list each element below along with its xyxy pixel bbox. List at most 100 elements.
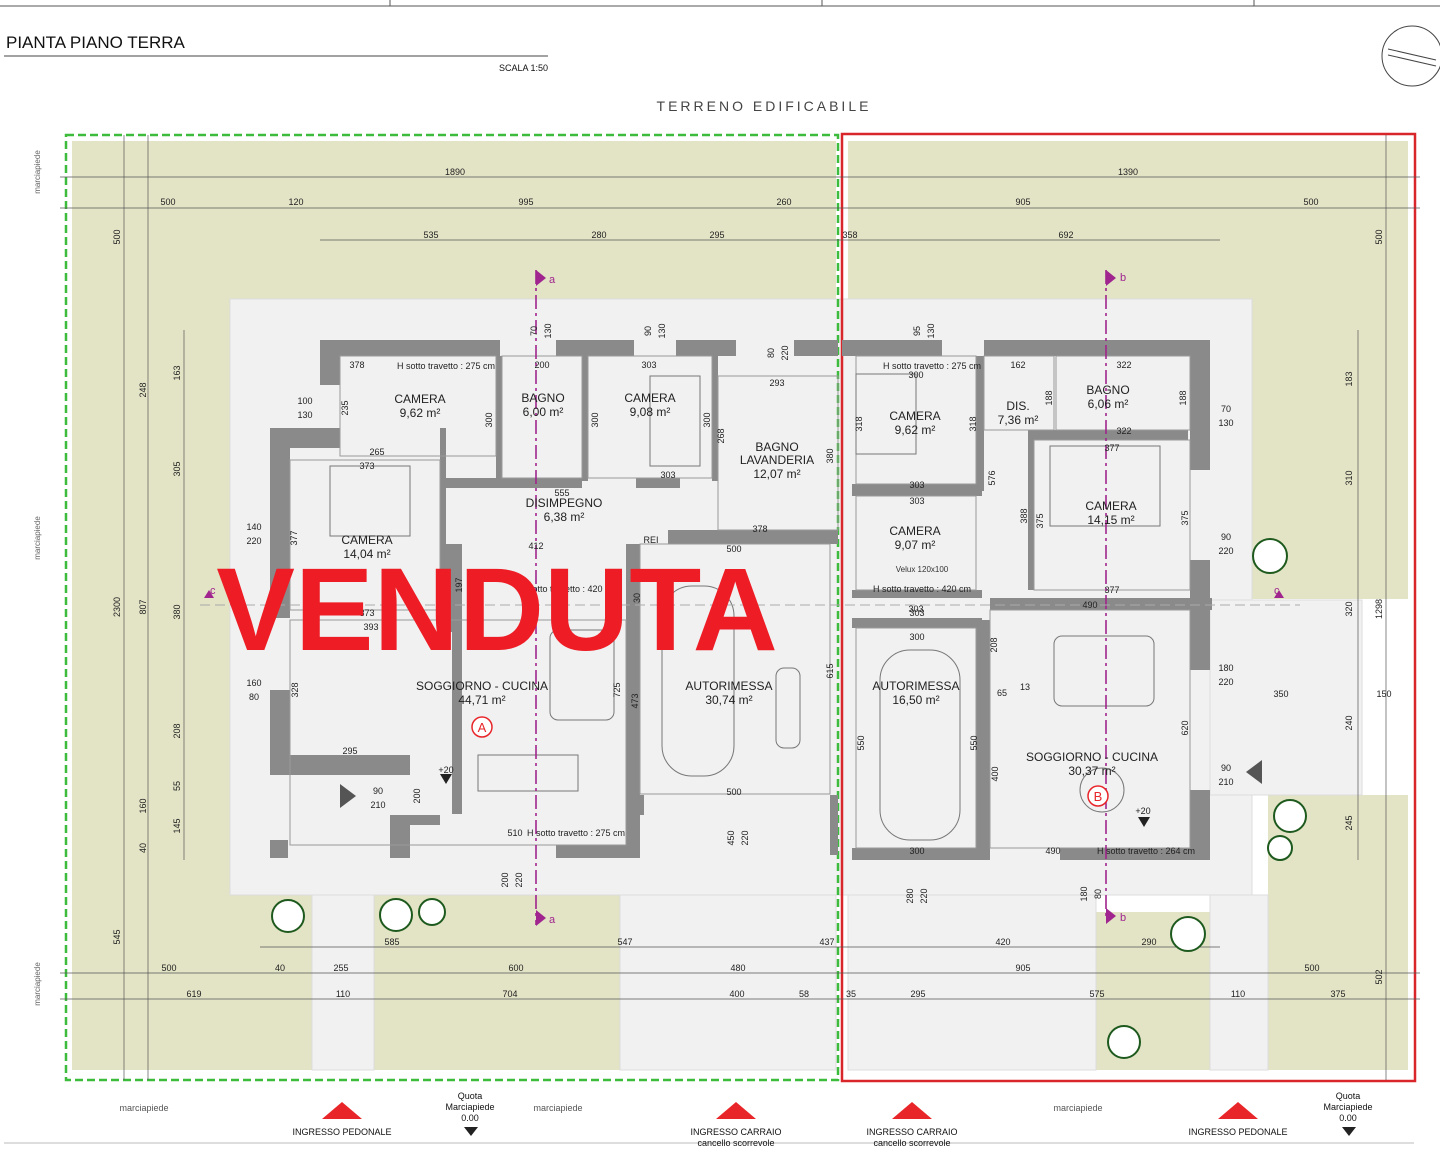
- entrance-pedestrian-b-icon: [1218, 1102, 1258, 1119]
- sidewalk-label: marciapiede: [33, 150, 42, 194]
- room-name: CAMERA: [624, 391, 675, 405]
- opening-size: 160: [246, 678, 261, 688]
- opening-size: 280: [905, 888, 915, 903]
- room-name: DIS.: [1006, 399, 1029, 413]
- dimension-value: 300: [909, 632, 924, 642]
- opening-size: 90: [373, 786, 383, 796]
- dimension-value: 388: [1019, 508, 1029, 523]
- entrance-driveway-b-icon: [892, 1102, 932, 1119]
- dimension-value: 535: [423, 230, 438, 240]
- dimension-value: 575: [1089, 989, 1104, 999]
- dimension-value: 197: [454, 577, 464, 592]
- room-area: 14,04 m²: [343, 547, 390, 561]
- tree-icons: [271, 538, 1307, 1059]
- quota-value: 0.00: [461, 1113, 479, 1123]
- room-area: 12,07 m²: [753, 467, 800, 481]
- opening-size: 210: [1218, 777, 1233, 787]
- dimension-value: 318: [968, 416, 978, 431]
- dimension-value: 500: [160, 197, 175, 207]
- sidewalk-label: marciapiede: [33, 516, 42, 560]
- opening-size: 450: [726, 830, 736, 845]
- dimension-value: 300: [590, 412, 600, 427]
- room-name: BAGNO: [1086, 383, 1129, 397]
- opening-size: 180: [1079, 886, 1089, 901]
- dimension-value: 255: [333, 963, 348, 973]
- opening-size: 220: [919, 888, 929, 903]
- opening-size: 130: [297, 410, 312, 420]
- dimension-value: 208: [989, 637, 999, 652]
- motorbike-icon: [775, 667, 801, 749]
- opening-size: 70: [1221, 404, 1231, 414]
- dimension-value: 550: [969, 735, 979, 750]
- unit-markers: A B: [471, 716, 1109, 807]
- dimension-value: 375: [1330, 989, 1345, 999]
- tree-icon: [1107, 1025, 1141, 1059]
- dimension-value: 500: [161, 963, 176, 973]
- tree-icon: [1252, 538, 1288, 574]
- dimension-value: 245: [1344, 815, 1354, 830]
- dimension-value: 378: [752, 524, 767, 534]
- quota-label: Quota: [1336, 1091, 1361, 1101]
- dimension-value: 550: [856, 735, 866, 750]
- ceiling-height: H sotto travetto : 275 cm: [527, 828, 625, 838]
- dimension-value: 380: [825, 448, 835, 463]
- velux-label: Velux 120x100: [896, 565, 949, 574]
- ceiling-height: H sotto travetto : 275 cm: [397, 361, 495, 371]
- entrance-label: INGRESSO CARRAIO: [866, 1127, 957, 1137]
- section-mark-b-top: b: [1120, 272, 1126, 284]
- dimension-value: 585: [384, 937, 399, 947]
- section-mark-a-top: a: [549, 274, 556, 286]
- dimension-value: 620: [1180, 720, 1190, 735]
- dimension-value: 725: [612, 682, 622, 697]
- dimension-value: 905: [1015, 197, 1030, 207]
- opening-size: 210: [370, 800, 385, 810]
- room-name: BAGNO: [521, 391, 564, 405]
- bed-icon: [855, 373, 917, 455]
- section-labels: a a b b c c: [210, 272, 1280, 926]
- dimension-value: 400: [990, 766, 1000, 781]
- quota-label: Quota: [458, 1091, 483, 1101]
- quota-marker-1-icon: [464, 1127, 478, 1136]
- opening-size: 100: [297, 396, 312, 406]
- table-icon: [477, 754, 579, 792]
- dimension-value: 320: [1344, 601, 1354, 616]
- dimension-value: 30: [632, 593, 642, 603]
- room-area: 6,38 m²: [544, 510, 585, 524]
- room-area: 44,71 m²: [458, 693, 505, 707]
- dimension-value: 547: [617, 937, 632, 947]
- dimension-value: 110: [336, 989, 350, 999]
- dimension-value: 13: [1020, 682, 1030, 692]
- opening-size: 130: [926, 323, 936, 338]
- dimension-value: 490: [1082, 600, 1097, 610]
- tree-icon: [1273, 799, 1307, 833]
- opening-size: 220: [246, 536, 261, 546]
- dimension-value: 437: [819, 937, 834, 947]
- level-marker-b-icon: [1138, 817, 1150, 827]
- opening-size: 130: [657, 323, 667, 338]
- room-name: CAMERA: [341, 533, 392, 547]
- dimension-value: 145: [172, 818, 182, 833]
- dimension-value: 305: [172, 461, 182, 476]
- dimension-value: 163: [172, 365, 182, 380]
- unit-marker-a-label: A: [478, 720, 487, 735]
- dimension-value: 375: [1180, 510, 1190, 525]
- dimension-value: 615: [825, 663, 835, 678]
- section-lines: [200, 270, 1300, 926]
- dimension-value: 500: [1374, 229, 1384, 244]
- sidewalk-label: marciapiede: [33, 962, 42, 1006]
- furniture-hints: [329, 373, 1161, 841]
- dimension-value: 303: [641, 360, 656, 370]
- dimension-value: 300: [702, 412, 712, 427]
- dimension-value: 380: [172, 604, 182, 619]
- section-mark-c-left: c: [210, 585, 216, 597]
- dimension-value: 473: [630, 693, 640, 708]
- ceiling-height: H sotto travetto : 420 cm: [873, 584, 971, 594]
- dimension-value: 500: [112, 229, 122, 244]
- dimension-value: 188: [1178, 390, 1188, 405]
- rei-label: REI: [643, 535, 658, 545]
- entry-arrow-a-icon: [340, 784, 356, 808]
- tree-icon: [1170, 916, 1206, 952]
- tree-icon: [1267, 835, 1293, 861]
